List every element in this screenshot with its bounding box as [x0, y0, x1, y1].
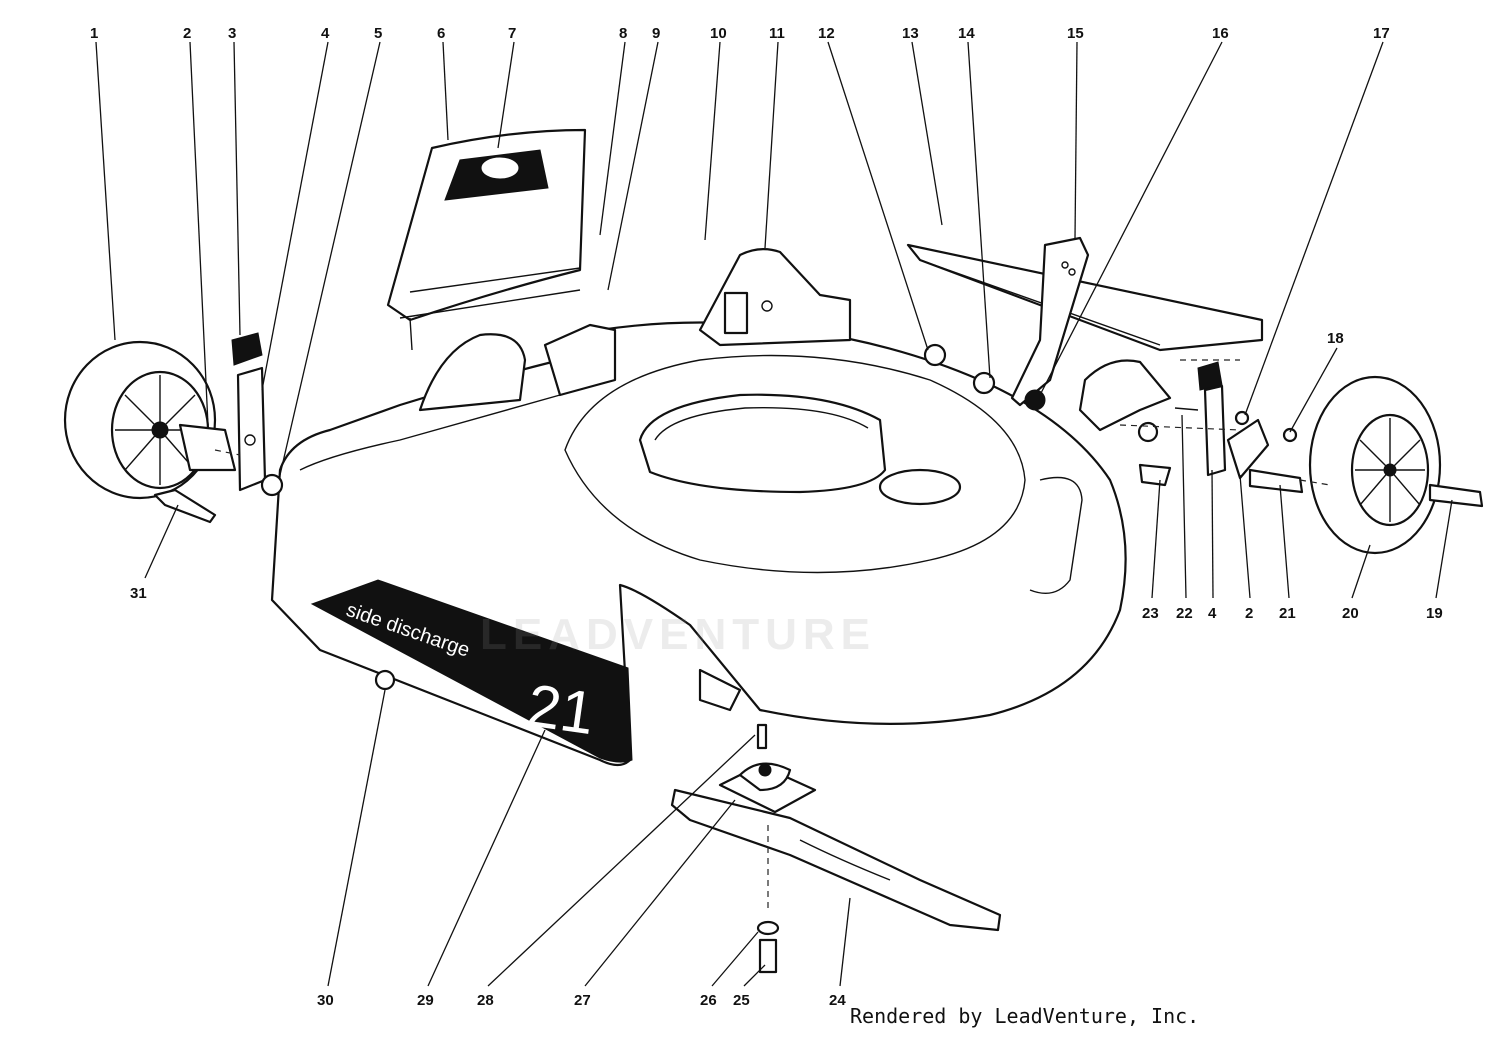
callout-11: 11 [769, 25, 785, 42]
callout-24: 24 [829, 992, 846, 1009]
callout-20: 20 [1342, 605, 1359, 622]
callout-3: 3 [228, 25, 236, 42]
deck-nut [374, 669, 396, 691]
callout-28: 28 [477, 992, 494, 1009]
callout-29: 29 [417, 992, 434, 1009]
callout-21: 21 [1279, 605, 1296, 622]
callout-31: 31 [130, 585, 147, 602]
blade-bolt [756, 825, 780, 974]
callout-10: 10 [710, 25, 727, 42]
callout-2-left: 2 [183, 25, 191, 42]
callout-6: 6 [437, 25, 445, 42]
callout-5: 5 [374, 25, 382, 42]
decal-number: 21 [523, 672, 598, 748]
discharge-deflector [386, 128, 587, 351]
credit-text: Rendered by LeadVenture, Inc. [850, 1004, 1200, 1028]
callout-12: 12 [818, 25, 835, 42]
callout-17: 17 [1373, 25, 1390, 42]
rear-height-plate [1078, 359, 1227, 477]
callout-18: 18 [1327, 330, 1344, 347]
callout-19: 19 [1426, 605, 1443, 622]
left-height-adjuster [231, 332, 284, 497]
callout-25: 25 [733, 992, 750, 1009]
callout-labels: 1 2 3 4 5 6 7 8 9 10 11 12 13 14 15 16 1… [90, 25, 1443, 1009]
rear-hardware [923, 343, 1304, 494]
callout-27: 27 [574, 992, 591, 1009]
blade-assembly [670, 668, 1002, 932]
callout-9: 9 [652, 25, 660, 42]
left-wheel [63, 340, 237, 524]
callout-8: 8 [619, 25, 627, 42]
callout-4-left: 4 [321, 25, 330, 42]
right-wheel [1308, 375, 1484, 555]
callout-14: 14 [958, 25, 975, 42]
assembly-lines [214, 359, 1331, 486]
callout-7: 7 [508, 25, 516, 42]
callout-15: 15 [1067, 25, 1084, 42]
callout-23: 23 [1142, 605, 1159, 622]
callout-1: 1 [90, 25, 98, 42]
leader-lines [95, 41, 1453, 987]
callout-22: 22 [1176, 605, 1193, 622]
rear-trail-shield [906, 243, 1264, 352]
callout-13: 13 [902, 25, 919, 42]
callout-26: 26 [700, 992, 717, 1009]
callout-16: 16 [1212, 25, 1229, 42]
callout-4-right: 4 [1208, 605, 1217, 622]
mower-deck [270, 248, 1127, 767]
callout-30: 30 [317, 992, 334, 1009]
callout-2-right: 2 [1245, 605, 1253, 622]
